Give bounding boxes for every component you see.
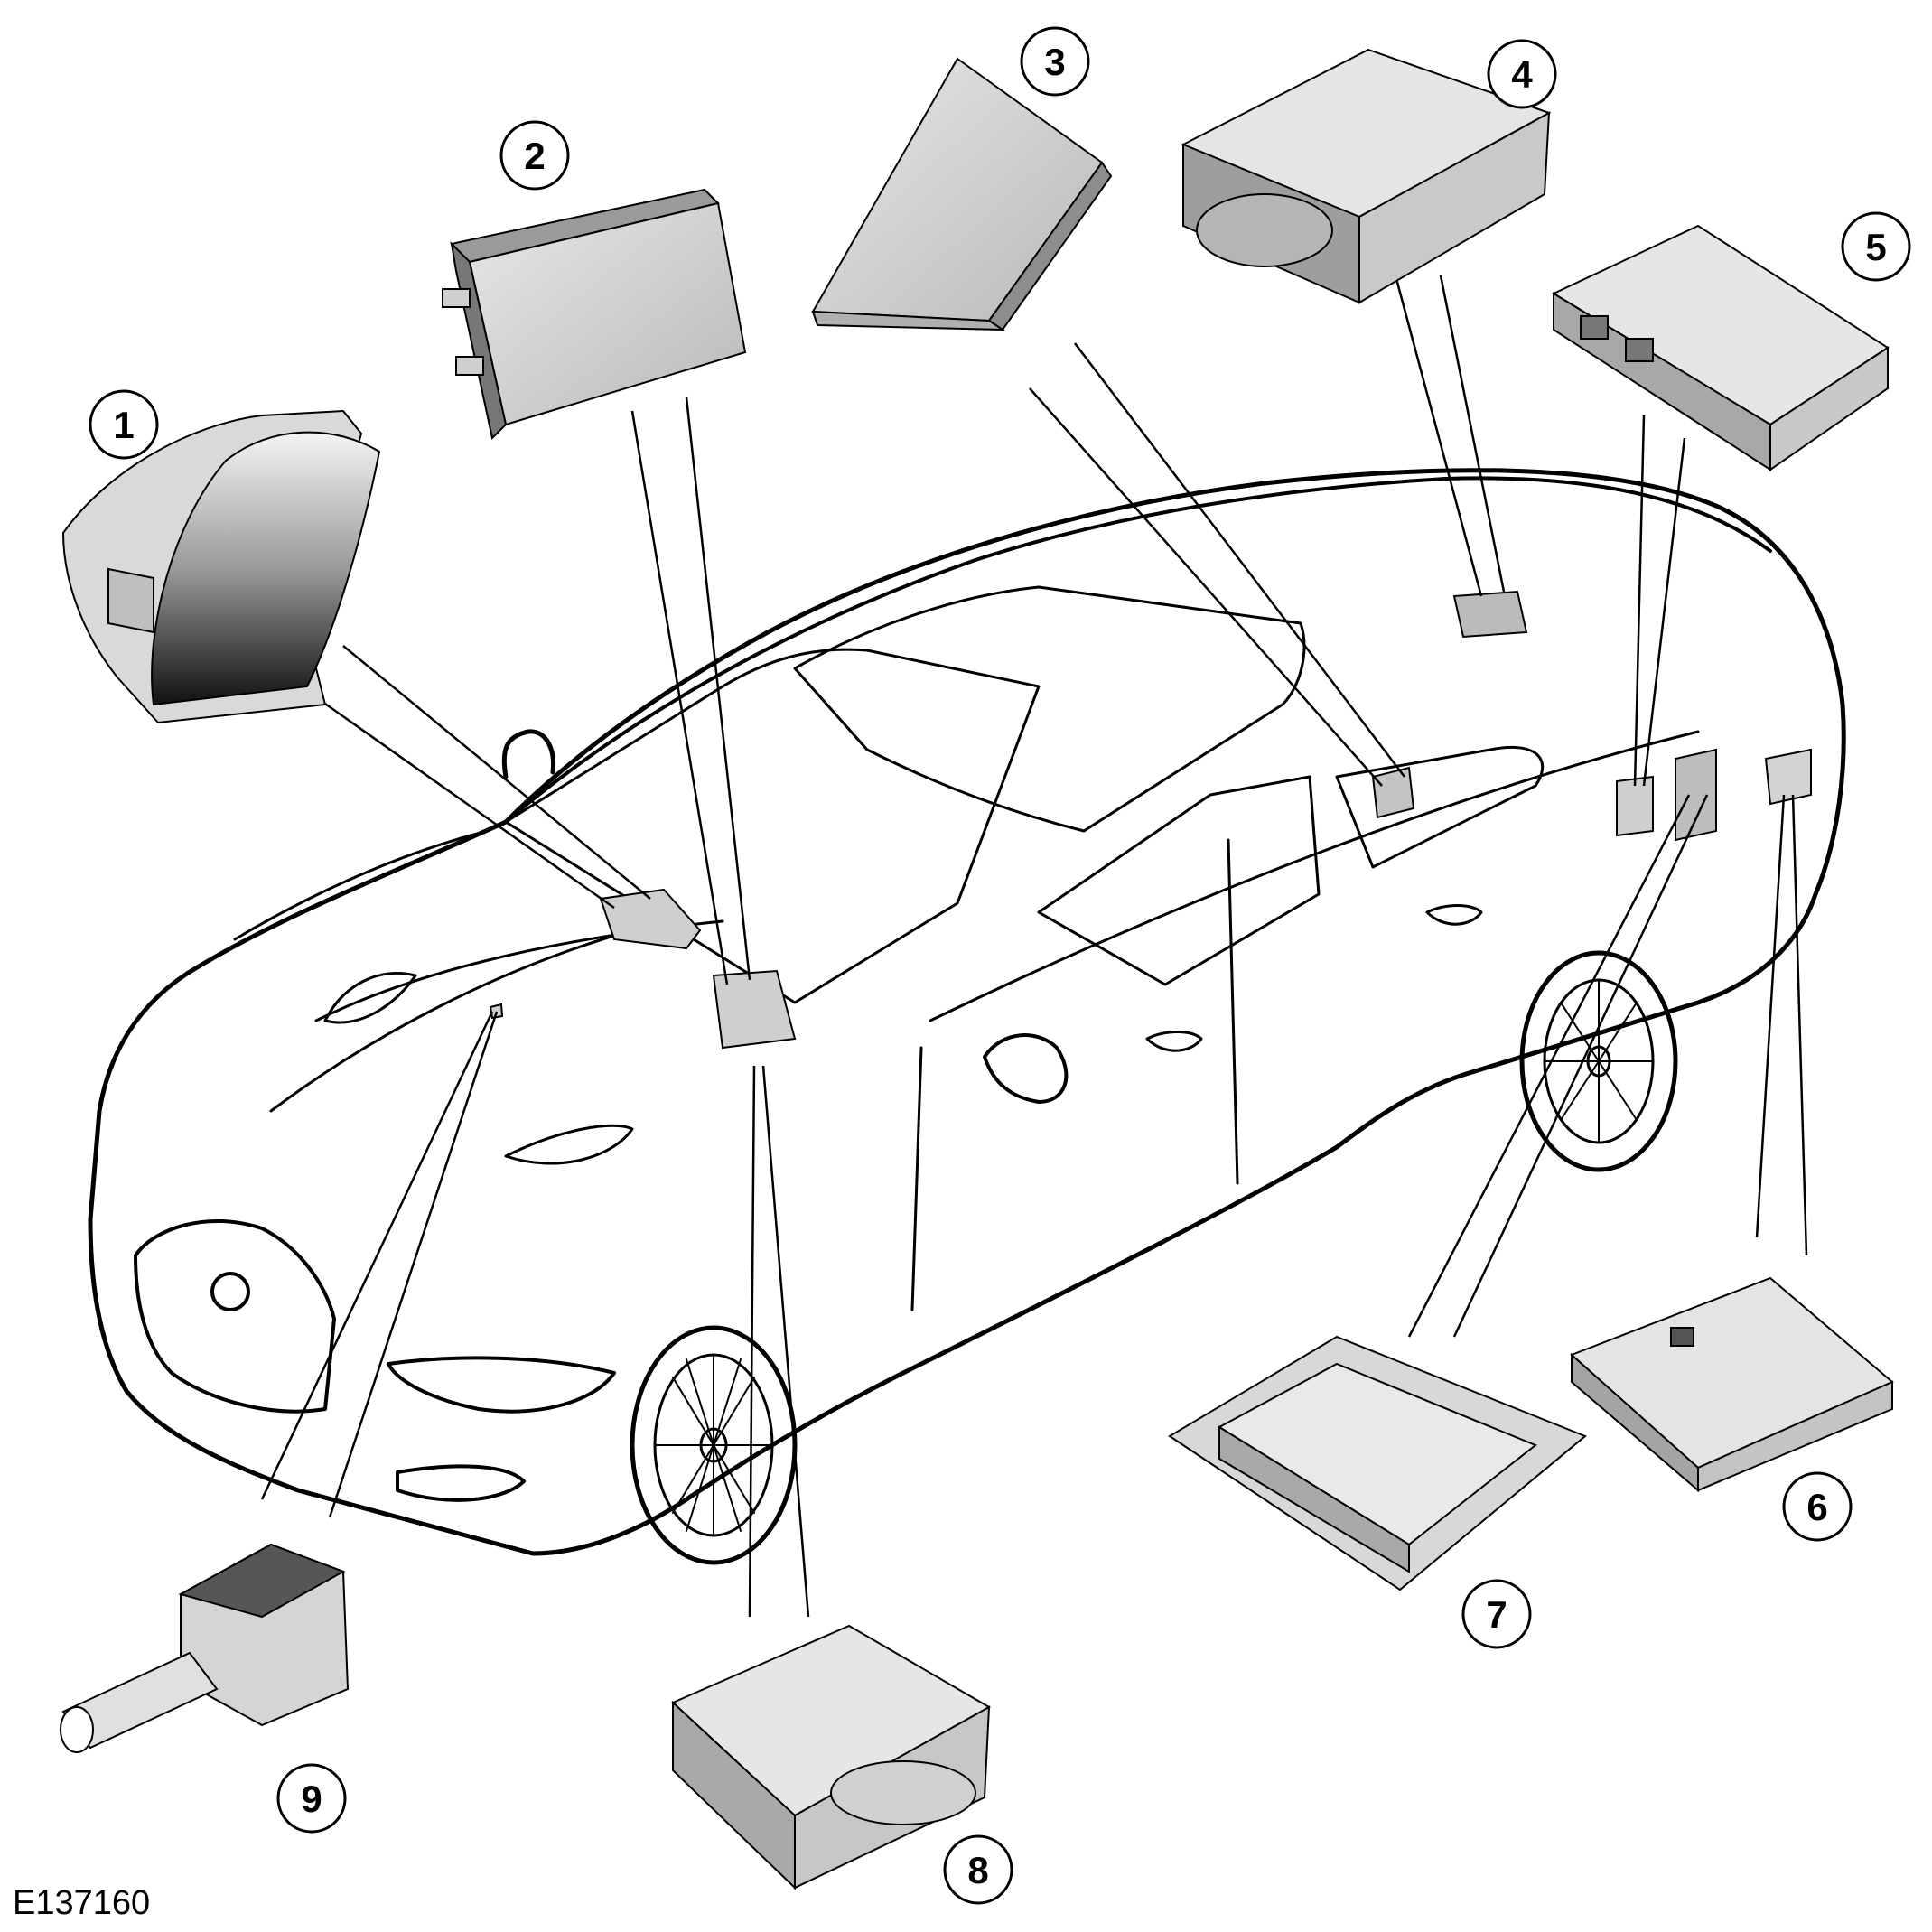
- marker-4-cd-changer: [1452, 590, 1528, 639]
- vehicle-outline: [88, 468, 1846, 1565]
- callout-4-label: 4: [1511, 53, 1533, 96]
- callout-3: 3: [1020, 26, 1090, 97]
- in-vehicle-component-markers: [489, 590, 1812, 1050]
- component-6-module: [1570, 1276, 1894, 1493]
- callout-7: 7: [1461, 1579, 1532, 1649]
- rear-wheel: [1519, 950, 1678, 1172]
- component-4-cd-changer: [1181, 48, 1552, 304]
- marker-5-module: [1616, 775, 1654, 837]
- callout-8: 8: [943, 1834, 1013, 1905]
- component-7-amplifier: [1168, 1335, 1587, 1591]
- callouts: 1 2 3 4 5 6 7 8: [89, 26, 1911, 1905]
- component-3-module: [811, 57, 1113, 331]
- marker-3-module: [1371, 766, 1415, 819]
- component-2-audio-module: [442, 188, 747, 441]
- callout-3-label: 3: [1044, 41, 1065, 83]
- callout-7-label: 7: [1486, 1593, 1507, 1636]
- callout-1-label: 1: [113, 404, 134, 446]
- leader-lines: [260, 275, 1808, 1618]
- callout-1: 1: [89, 389, 159, 460]
- callout-6: 6: [1782, 1471, 1853, 1542]
- marker-7-amplifier: [1675, 748, 1717, 842]
- component-5-module: [1551, 224, 1890, 471]
- callout-2: 2: [499, 120, 570, 191]
- callout-9: 9: [276, 1763, 347, 1834]
- callout-9-label: 9: [301, 1778, 322, 1820]
- front-wheel: [630, 1325, 798, 1565]
- marker-2-audio-unit: [712, 969, 797, 1050]
- callout-6-label: 6: [1806, 1486, 1827, 1528]
- callout-8-label: 8: [967, 1849, 988, 1891]
- component-8-navigation-unit: [671, 1624, 992, 1890]
- callout-2-label: 2: [524, 135, 545, 177]
- callout-5-label: 5: [1865, 226, 1886, 268]
- callout-4: 4: [1487, 39, 1557, 109]
- marker-1-instrument-cluster: [599, 888, 702, 950]
- callout-5: 5: [1841, 211, 1911, 282]
- marker-6-module: [1764, 748, 1812, 806]
- figure-id: E137160: [13, 1884, 151, 1922]
- component-1-instrument-cluster: [61, 409, 381, 724]
- component-9-sensor: [60, 1543, 350, 1753]
